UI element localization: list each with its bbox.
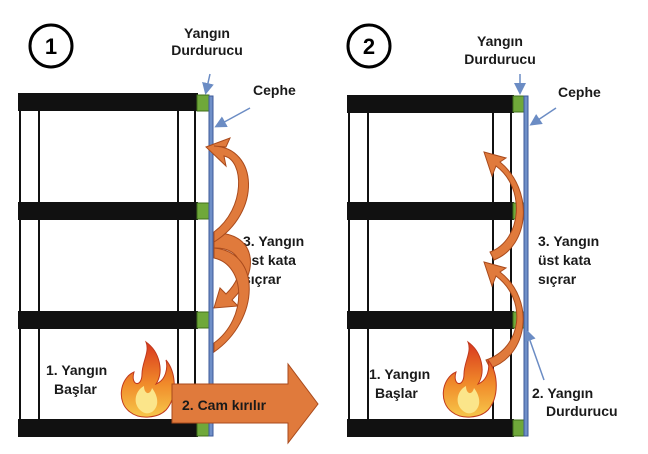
facade-leader [214, 107, 251, 128]
facade-label: Cephe [253, 82, 296, 98]
spread-arrow-upper [483, 151, 524, 261]
step3-label-line2: üst kata [243, 252, 296, 268]
firestop-leader-lower [524, 329, 545, 381]
step2-label-line1: 2. Yangın [532, 385, 593, 401]
firestop-label-line1: Yangın [184, 25, 230, 41]
panel-number: 1 [45, 34, 57, 59]
spread-arrow-lower [213, 247, 250, 353]
step1-label-line1: 1. Yangın [46, 362, 107, 378]
step1-label-line2: Başlar [375, 385, 418, 401]
panel-1: 1 Yangın Durdurucu Ceph [18, 23, 319, 445]
facade-leader [529, 107, 557, 126]
firestop-label-line2: Durdurucu [171, 42, 243, 58]
panel-number-circle [346, 23, 392, 69]
step3-label-line2: üst kata [538, 252, 591, 268]
spread-arrows [483, 151, 524, 369]
step3-label-line1: 3. Yangın [538, 233, 599, 249]
floor-slabs [18, 93, 198, 437]
step1-label-line1: 1. Yangın [369, 366, 430, 382]
step3-label-line1: 3. Yangın [243, 233, 304, 249]
step1-label-line2: Başlar [54, 381, 97, 397]
spread-arrow-lower [483, 261, 524, 369]
floor-slabs [347, 95, 514, 437]
firestop-label-line2: Durdurucu [464, 51, 536, 67]
step2-label-line2: Durdurucu [546, 403, 618, 419]
spread-arrow-upper [205, 137, 249, 243]
panel-number: 2 [363, 34, 375, 59]
fire-icon [120, 340, 175, 418]
step2-label: 2. Cam kırılır [182, 397, 267, 413]
firestop-label-line1: Yangın [477, 33, 523, 49]
firestop-leader [202, 73, 214, 95]
spread-arrows [205, 137, 251, 353]
glass-break-arrow: 2. Cam kırılır [171, 362, 319, 445]
building-frame [19, 100, 196, 435]
panel-number-circle [28, 23, 74, 69]
step3-label-line3: sıçrar [538, 271, 577, 287]
facade-label: Cephe [558, 84, 601, 100]
facade-panel [523, 95, 529, 437]
fire-icon [442, 340, 497, 418]
panel-2: 2 Yangın Durdurucu Cephe 3. Yangın üst [346, 23, 618, 437]
facade-panel [208, 95, 214, 437]
firestop-blocks [512, 95, 525, 437]
step3-label-line3: sıçrar [243, 271, 282, 287]
